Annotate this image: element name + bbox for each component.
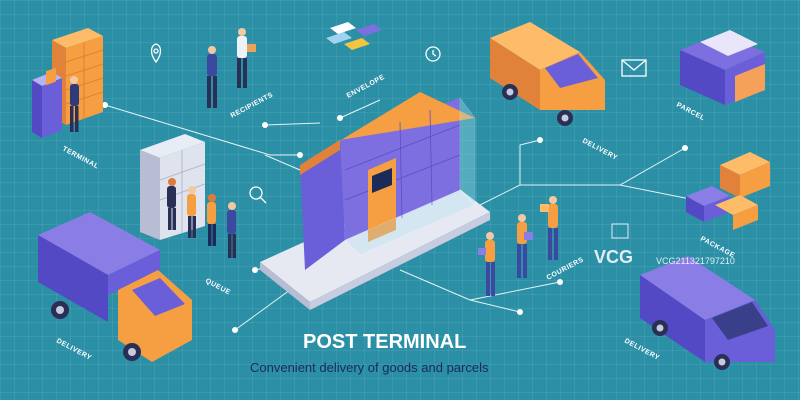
clock-icon [425,46,441,62]
couriers-illustration [478,196,558,296]
label-terminal: TERMINAL [61,146,100,171]
label-parcel: PARCEL [675,102,706,123]
delivery-truck-illustration [38,212,192,362]
label-envelope: ENVELOPE [346,74,386,100]
label-delivery-van: DELIVERY [581,138,619,162]
delivery-minivan-illustration [640,256,775,370]
label-delivery-truck: DELIVERY [55,338,93,362]
queue-illustration [140,134,236,258]
watermark: VCG VCG211321797210 [594,223,735,267]
watermark-calendar-icon [611,223,629,239]
label-couriers: COURIERS [546,256,585,281]
search-icon [249,186,267,204]
envelopes-illustration [326,22,382,50]
package-boxes-illustration [686,152,770,230]
terminal-kiosk-illustration [32,28,104,138]
page-title: POST TERMINAL [303,331,466,353]
mail-envelope-icon [621,59,647,77]
location-pin-icon [150,43,162,64]
label-queue: QUEUE [204,278,231,297]
recipients-illustration [207,28,256,108]
watermark-id: VCG211321797210 [656,256,735,266]
page-subtitle: Convenient delivery of goods and parcels [250,360,489,375]
label-recipients: RECIPIENTS [230,92,275,120]
delivery-van-illustration [490,22,605,126]
central-post-terminal-illustration [260,92,490,310]
label-delivery-minivan: DELIVERY [623,338,661,362]
parcel-stack-illustration [680,30,765,105]
watermark-logo: VCG [594,247,633,267]
